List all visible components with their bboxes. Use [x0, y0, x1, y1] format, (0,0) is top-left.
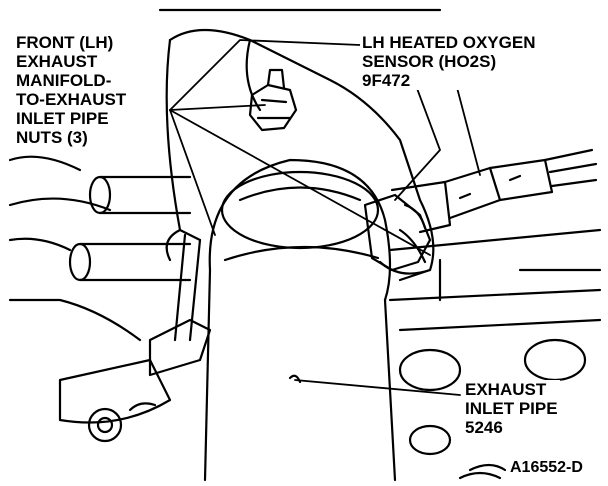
manifold-nuts-label-line-5: INLET PIPE: [16, 109, 109, 128]
engine-block-lines: [8, 8, 602, 342]
manifold-nuts-label-line-6: NUTS (3): [16, 128, 88, 147]
manifold-nuts-label-line-1: FRONT (LH): [16, 33, 114, 52]
oxygen-sensor-label-line-2: SENSOR (HO2S): [362, 52, 497, 71]
inlet-pipe-label-line-2: INLET PIPE: [465, 399, 558, 418]
leader-lines: [169, 39, 481, 396]
manifold-nuts-label-line-3: MANIFOLD-: [16, 71, 112, 90]
inlet-pipe-label: EXHAUST INLET PIPE 5246: [463, 380, 560, 437]
oxygen-sensor-label: LH HEATED OXYGEN SENSOR (HO2S) 9F472: [360, 33, 538, 90]
oxygen-sensor-label-line-3: 9F472: [362, 71, 411, 90]
oxygen-sensor: [363, 148, 598, 275]
manifold-nuts-label-line-2: EXHAUST: [16, 52, 98, 71]
lower-right-holes: [398, 338, 587, 480]
manifold-flange: [165, 28, 435, 282]
left-tubes: [68, 175, 192, 282]
left-bracket: [58, 228, 212, 443]
inlet-pipe-label-line-1: EXHAUST: [465, 380, 547, 399]
figure-id: A16552-D: [510, 459, 583, 476]
manifold-nuts-label: FRONT (LH) EXHAUST MANIFOLD- TO-EXHAUST …: [14, 33, 129, 147]
pipe-flange-ring: [220, 170, 380, 250]
oxygen-sensor-label-line-1: LH HEATED OXYGEN: [362, 33, 536, 52]
inlet-pipe-label-line-3: 5246: [465, 418, 503, 437]
manifold-nut: [248, 68, 298, 132]
manifold-nuts-label-line-4: TO-EXHAUST: [16, 90, 127, 109]
